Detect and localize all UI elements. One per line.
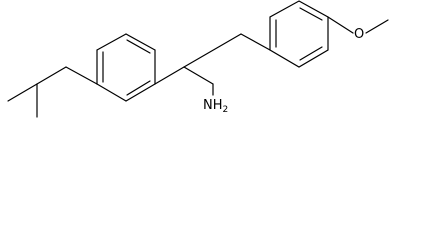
oxygen-label: O [354,27,364,42]
bond-methyl-top [7,83,38,102]
isobutyl-group [7,66,98,118]
ring1-double-3 [126,39,151,54]
right-benzene-hexagon [269,0,329,68]
bond-ch-ch2 [36,66,67,85]
ethylamine-chain [154,33,271,96]
molecule-canvas: NH2 O [7,0,389,118]
left-benzene-ring [96,33,156,102]
ring1-bond-2 [125,83,156,102]
bond-ring-chiral [154,66,185,85]
bond-oxygen-methyl [365,19,389,34]
bond-ring-oxygen [327,16,354,34]
bond-ch2-ring2 [240,33,271,51]
ring1-bond-4 [125,33,156,51]
ring1-bond-1 [96,83,127,102]
ring1-bond-5 [96,33,127,51]
ring2-double-3 [299,7,323,21]
ring2-double-2 [299,46,323,61]
bond-chiral-amine [183,66,214,85]
bond-ch2-ring [65,66,98,85]
bond-chiral-ch2 [183,33,242,68]
amine-label: NH2 [203,98,228,115]
molecule-diagram: NH2 O [7,0,389,118]
ring1-double-2 [126,80,151,96]
methoxy-group [327,16,389,34]
ring2-outline [269,0,329,68]
